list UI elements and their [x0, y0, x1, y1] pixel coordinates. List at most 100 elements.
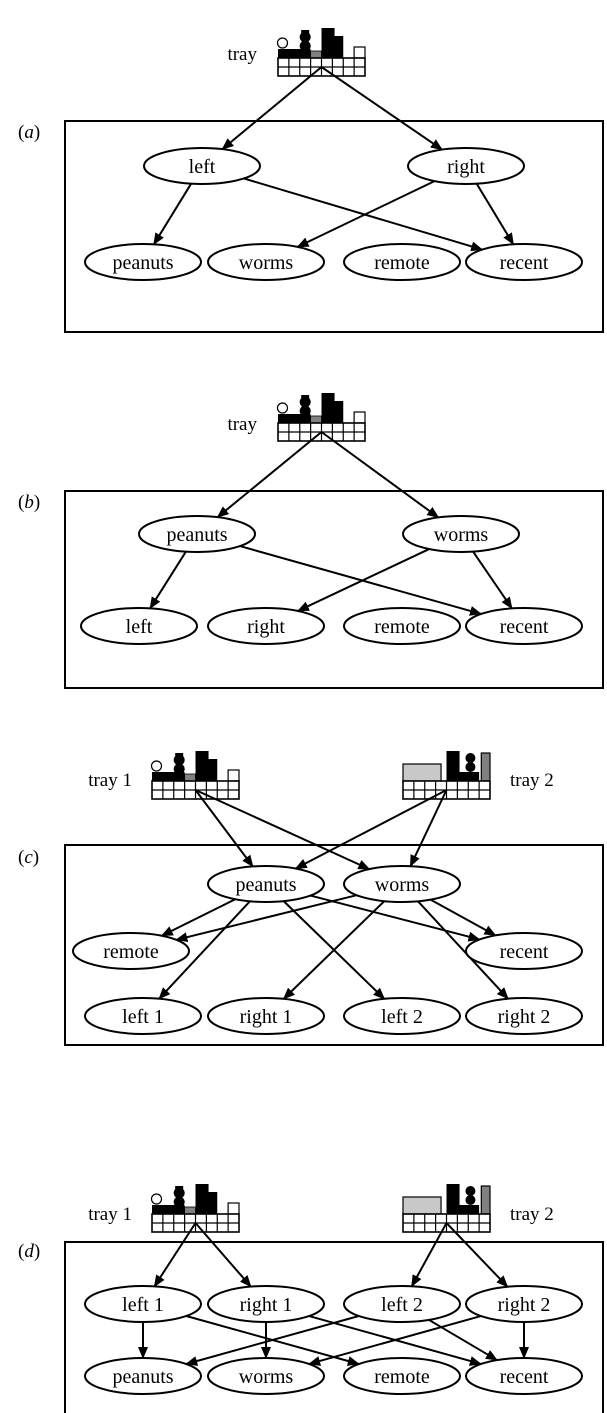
node-left1: left 1 — [84, 997, 202, 1035]
node-label: recent — [500, 1366, 549, 1388]
tray-icon — [276, 28, 366, 77]
arrow-icon — [430, 898, 497, 937]
tray-icon — [150, 751, 240, 800]
node-ellipse — [343, 607, 461, 645]
arrow-icon — [472, 551, 513, 610]
panel-frame — [64, 844, 604, 1046]
node-label: left 1 — [122, 1294, 164, 1316]
arrow-icon — [185, 1315, 360, 1366]
node-label: remote — [374, 252, 430, 274]
node-ellipse — [343, 997, 461, 1035]
node-label: peanuts — [112, 252, 173, 274]
node-ellipse — [343, 243, 461, 281]
panel-label: (a) — [18, 122, 40, 143]
node-ellipse — [465, 607, 583, 645]
node-right1: right 1 — [207, 1285, 325, 1323]
arrow-icon — [243, 177, 484, 252]
node-left: left — [143, 147, 261, 185]
node-label: peanuts — [235, 874, 296, 896]
node-label: recent — [500, 941, 549, 963]
arrow-icon — [160, 898, 236, 937]
arrow-icon — [428, 1319, 498, 1361]
arrow-icon — [320, 431, 440, 519]
node-left2: left 2 — [343, 997, 461, 1035]
node-ellipse — [402, 515, 520, 553]
panel-label: (d) — [18, 1241, 40, 1262]
node-ellipse — [84, 1357, 202, 1395]
node-remote: remote — [72, 932, 190, 970]
node-ellipse — [207, 243, 325, 281]
node-peanuts: peanuts — [207, 865, 325, 903]
arrow-icon — [475, 183, 515, 246]
edges — [138, 1222, 529, 1366]
node-ellipse — [343, 865, 461, 903]
node-ellipse — [207, 997, 325, 1035]
node-label: peanuts — [166, 524, 227, 546]
node-ellipse — [80, 607, 198, 645]
node-label: remote — [374, 1366, 430, 1388]
arrow-icon — [239, 545, 482, 616]
node-left1: left 1 — [84, 1285, 202, 1323]
node-right: right — [407, 147, 525, 185]
arrow-icon — [153, 1222, 197, 1288]
node-label: recent — [500, 252, 549, 274]
node-label: recent — [500, 616, 549, 638]
node-right1: right 1 — [207, 997, 325, 1035]
arrow-icon — [216, 431, 323, 518]
node-label: right — [247, 616, 285, 638]
edges — [153, 66, 515, 252]
node-ellipse — [84, 1285, 202, 1323]
node-label: remote — [103, 941, 159, 963]
tray-icon — [402, 1184, 491, 1233]
node-ellipse — [207, 865, 325, 903]
arrow-icon — [310, 894, 481, 942]
node-ellipse — [207, 1285, 325, 1323]
node-peanuts: peanuts — [84, 243, 202, 281]
arrow-icon — [417, 900, 509, 1000]
node-ellipse — [143, 147, 261, 185]
panel-frame — [64, 490, 604, 689]
panel-frame — [64, 1241, 604, 1413]
node-ellipse — [343, 1285, 461, 1323]
node-ellipse — [138, 515, 256, 553]
node-ellipse — [207, 1357, 325, 1395]
arrow-icon — [194, 789, 254, 868]
node-label: worms — [239, 1366, 294, 1388]
node-ellipse — [343, 1357, 461, 1395]
node-ellipse — [465, 932, 583, 970]
node-worms: worms — [207, 1357, 325, 1395]
node-recent: recent — [465, 243, 583, 281]
tray-label: tray 2 — [510, 1204, 554, 1225]
tray-label: tray 2 — [510, 770, 554, 791]
node-label: worms — [434, 524, 489, 546]
arrow-icon — [308, 1315, 482, 1366]
node-label: left — [126, 616, 153, 638]
arrow-icon — [282, 900, 386, 1000]
node-label: remote — [374, 616, 430, 638]
node-label: right 1 — [240, 1006, 293, 1028]
node-worms: worms — [343, 865, 461, 903]
node-label: worms — [375, 874, 430, 896]
node-label: left 2 — [381, 1006, 423, 1028]
arrow-icon — [149, 551, 187, 610]
tray-icon — [276, 393, 366, 442]
tray-label: tray — [227, 414, 257, 435]
node-peanuts: peanuts — [84, 1357, 202, 1395]
node-ellipse — [407, 147, 525, 185]
arrow-icon — [221, 66, 323, 150]
arrow-icon — [410, 1222, 448, 1288]
node-label: left 1 — [122, 1006, 164, 1028]
edges — [158, 789, 509, 1000]
arrow-icon — [320, 66, 443, 151]
node-remote: remote — [343, 607, 461, 645]
node-recent: recent — [465, 932, 583, 970]
arrow-icon — [158, 900, 251, 1000]
node-label: left 2 — [381, 1294, 423, 1316]
edges — [149, 431, 513, 616]
arrow-icon — [294, 789, 447, 870]
node-label: peanuts — [112, 1366, 173, 1388]
